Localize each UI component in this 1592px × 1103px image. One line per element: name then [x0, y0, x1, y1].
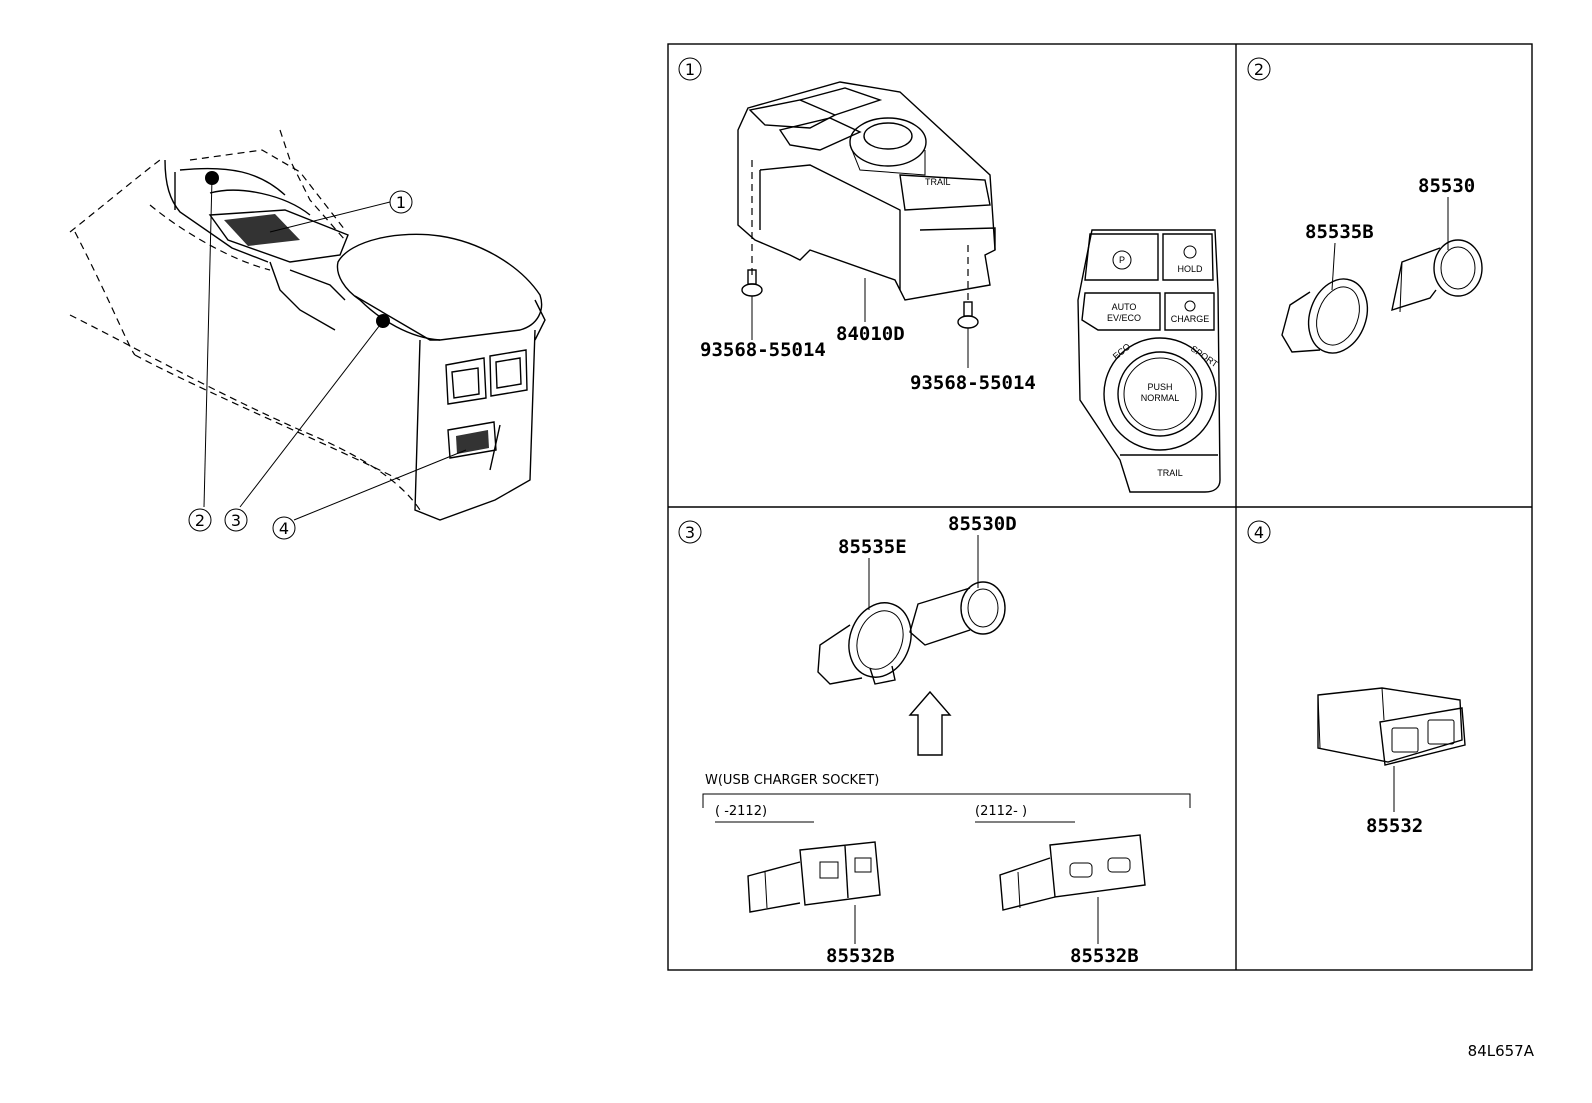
panel-3-number: 3: [678, 520, 702, 544]
part-number-85532B-left[interactable]: 85532B: [826, 945, 895, 967]
range-after-2112: (2112- ): [975, 804, 1027, 819]
panel-1: 1 TRAIL: [678, 57, 1221, 493]
callout-1: 1: [389, 190, 413, 214]
ev-charge-icon: [1184, 300, 1196, 312]
drive-mode-dial: [1103, 337, 1217, 451]
part-number-84010D[interactable]: 84010D: [836, 323, 905, 345]
switch-module-drawing: TRAIL: [737, 81, 996, 305]
range-before-2112: ( -2112): [715, 804, 767, 819]
svg-text:P: P: [1119, 255, 1125, 265]
svg-text:4: 4: [1254, 523, 1264, 542]
panel-4-number: 4: [1247, 520, 1271, 544]
brake-hold-icon: [1183, 245, 1197, 259]
detail-grid: [667, 43, 1533, 971]
svg-text:1: 1: [685, 60, 695, 79]
svg-text:AUTO: AUTO: [1112, 302, 1137, 312]
svg-text:ECO: ECO: [1111, 341, 1132, 361]
usb-charger-note: W(USB CHARGER SOCKET): [705, 773, 879, 788]
usb-85532B-late-drawing: [999, 834, 1146, 911]
part-number-85532[interactable]: 85532: [1366, 815, 1423, 837]
panel-2-number: 2: [1247, 57, 1271, 81]
svg-text:SPORT: SPORT: [1189, 343, 1220, 369]
panel-2: 2 85530 85535B: [1247, 57, 1483, 354]
svg-text:TRAIL: TRAIL: [1157, 468, 1183, 478]
svg-text:CHARGE: CHARGE: [1171, 314, 1210, 324]
part-number-85535E[interactable]: 85535E: [838, 536, 907, 558]
callout-2: 2: [188, 508, 212, 532]
svg-text:3: 3: [685, 523, 695, 542]
screw-right: [957, 301, 979, 368]
svg-text:2: 2: [195, 511, 205, 530]
svg-text:PUSH: PUSH: [1147, 382, 1172, 392]
svg-text:EV/ECO: EV/ECO: [1107, 313, 1141, 323]
svg-text:TRAIL: TRAIL: [925, 177, 951, 187]
diagram-code: 84L657A: [1468, 1042, 1535, 1060]
svg-text:3: 3: [231, 511, 241, 530]
svg-text:4: 4: [279, 519, 289, 538]
usb-85532B-early-drawing: [747, 841, 881, 913]
svg-text:NORMAL: NORMAL: [1141, 393, 1180, 403]
svg-text:HOLD: HOLD: [1177, 264, 1203, 274]
callout-4: 4: [272, 516, 296, 540]
svg-text:2: 2: [1254, 60, 1264, 79]
socket-85530-drawing: [1391, 239, 1483, 313]
holder-85535E-drawing: [817, 602, 912, 685]
part-number-85530D[interactable]: 85530D: [948, 513, 1017, 535]
panel-3: 3 85530D 85535E W(USB CHARGER SOCKET) ( …: [678, 513, 1191, 967]
usb-85532-drawing: [1317, 687, 1466, 766]
console-overview: [69, 129, 546, 521]
socket-85530D-drawing: [909, 581, 1006, 646]
part-number-93568-55014-right[interactable]: 93568-55014: [910, 372, 1036, 394]
holder-85535B-drawing: [1281, 278, 1369, 354]
panel-1-number: 1: [678, 57, 702, 81]
switch-face-view: P HOLD AUTO EV/ECO CHARGE ECO SPORT PUSH…: [1077, 229, 1221, 493]
part-number-85530[interactable]: 85530: [1418, 175, 1475, 197]
screw-left: [741, 269, 763, 340]
part-number-85535B[interactable]: 85535B: [1305, 221, 1374, 243]
up-arrow-icon: [908, 690, 952, 756]
part-number-93568-55014-left[interactable]: 93568-55014: [700, 339, 826, 361]
svg-text:1: 1: [396, 193, 406, 212]
panel-4: 4 85532: [1247, 520, 1466, 837]
callout-3: 3: [224, 508, 248, 532]
part-number-85532B-right[interactable]: 85532B: [1070, 945, 1139, 967]
parking-brake-icon: [1112, 250, 1132, 270]
